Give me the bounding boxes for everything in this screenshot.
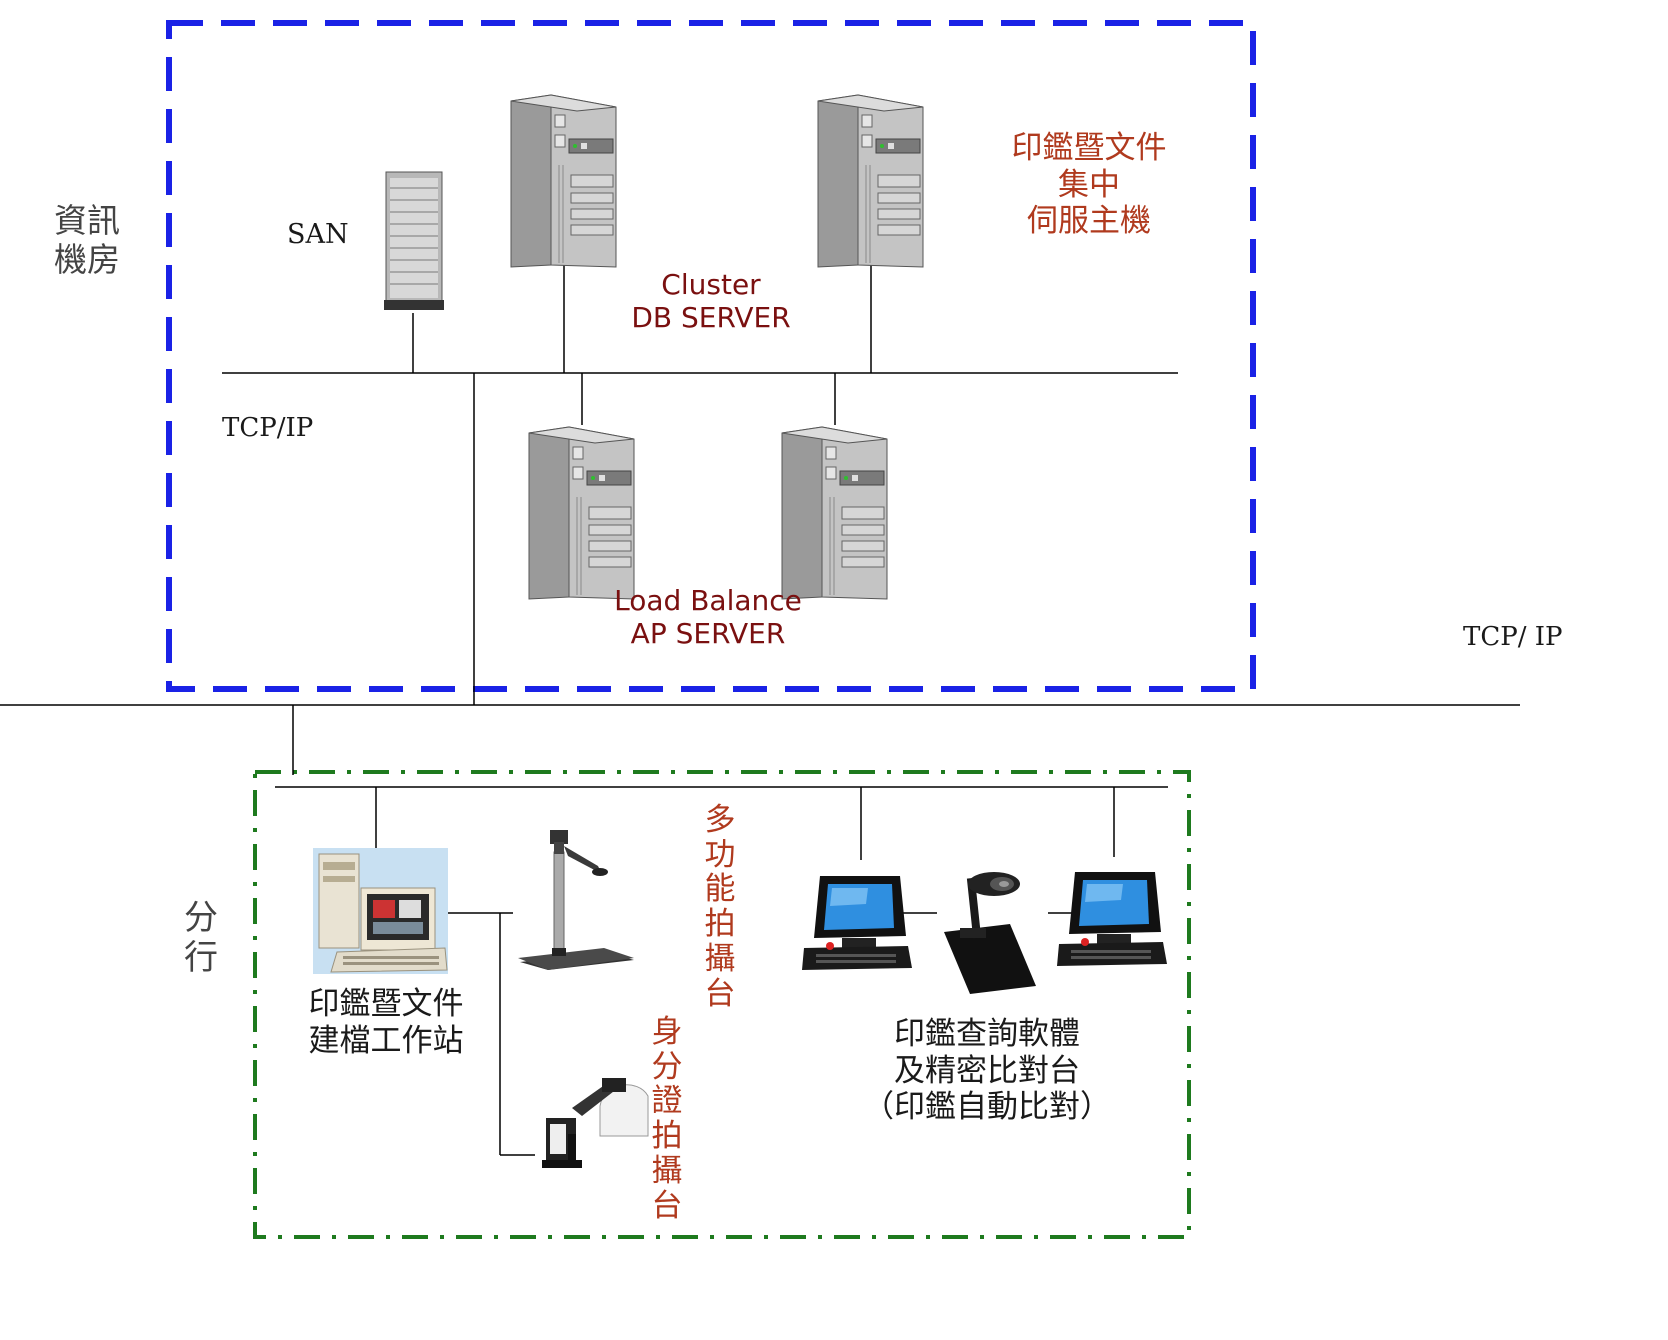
crt-monitor-pc-icon — [802, 876, 912, 970]
db-server-label: Cluster DB SERVER — [631, 268, 791, 335]
datacenter-boundary — [166, 20, 1256, 692]
crt-monitor-pc-icon — [1057, 872, 1167, 966]
san-label: SAN — [287, 219, 349, 250]
network-lines — [0, 258, 1520, 1156]
tcpip-label: TCP/IP — [222, 413, 314, 443]
wan-tcpip-label: TCP/ IP — [1463, 622, 1563, 652]
document-camera-icon — [944, 872, 1036, 994]
tower-server-icon — [817, 94, 924, 268]
tower-server-icon — [510, 94, 617, 268]
central-host-label: 印鑑暨文件 集中 伺服主機 — [1011, 130, 1167, 240]
storage-array-icon — [384, 171, 444, 310]
id-card-scanner-icon — [542, 1078, 649, 1168]
datacenter-label: 資訊 機房 — [54, 201, 120, 279]
query-station-label: 印鑑查詢軟體 及精密比對台 （印鑑自動比對） — [863, 1016, 1111, 1126]
tower-server-icon — [528, 426, 635, 600]
tower-server-icon — [781, 426, 888, 600]
workstation-label: 印鑑暨文件 建檔工作站 — [308, 986, 464, 1059]
ap-server-label: Load Balance AP SERVER — [614, 584, 802, 651]
id-camera-label: 身分證拍攝台 — [651, 1014, 683, 1224]
desktop-workstation-icon — [313, 848, 448, 974]
document-camera-icon — [518, 830, 634, 970]
multi-camera-label: 多功能拍攝台 — [704, 802, 736, 1012]
branch-label: 分 行 — [184, 898, 218, 979]
